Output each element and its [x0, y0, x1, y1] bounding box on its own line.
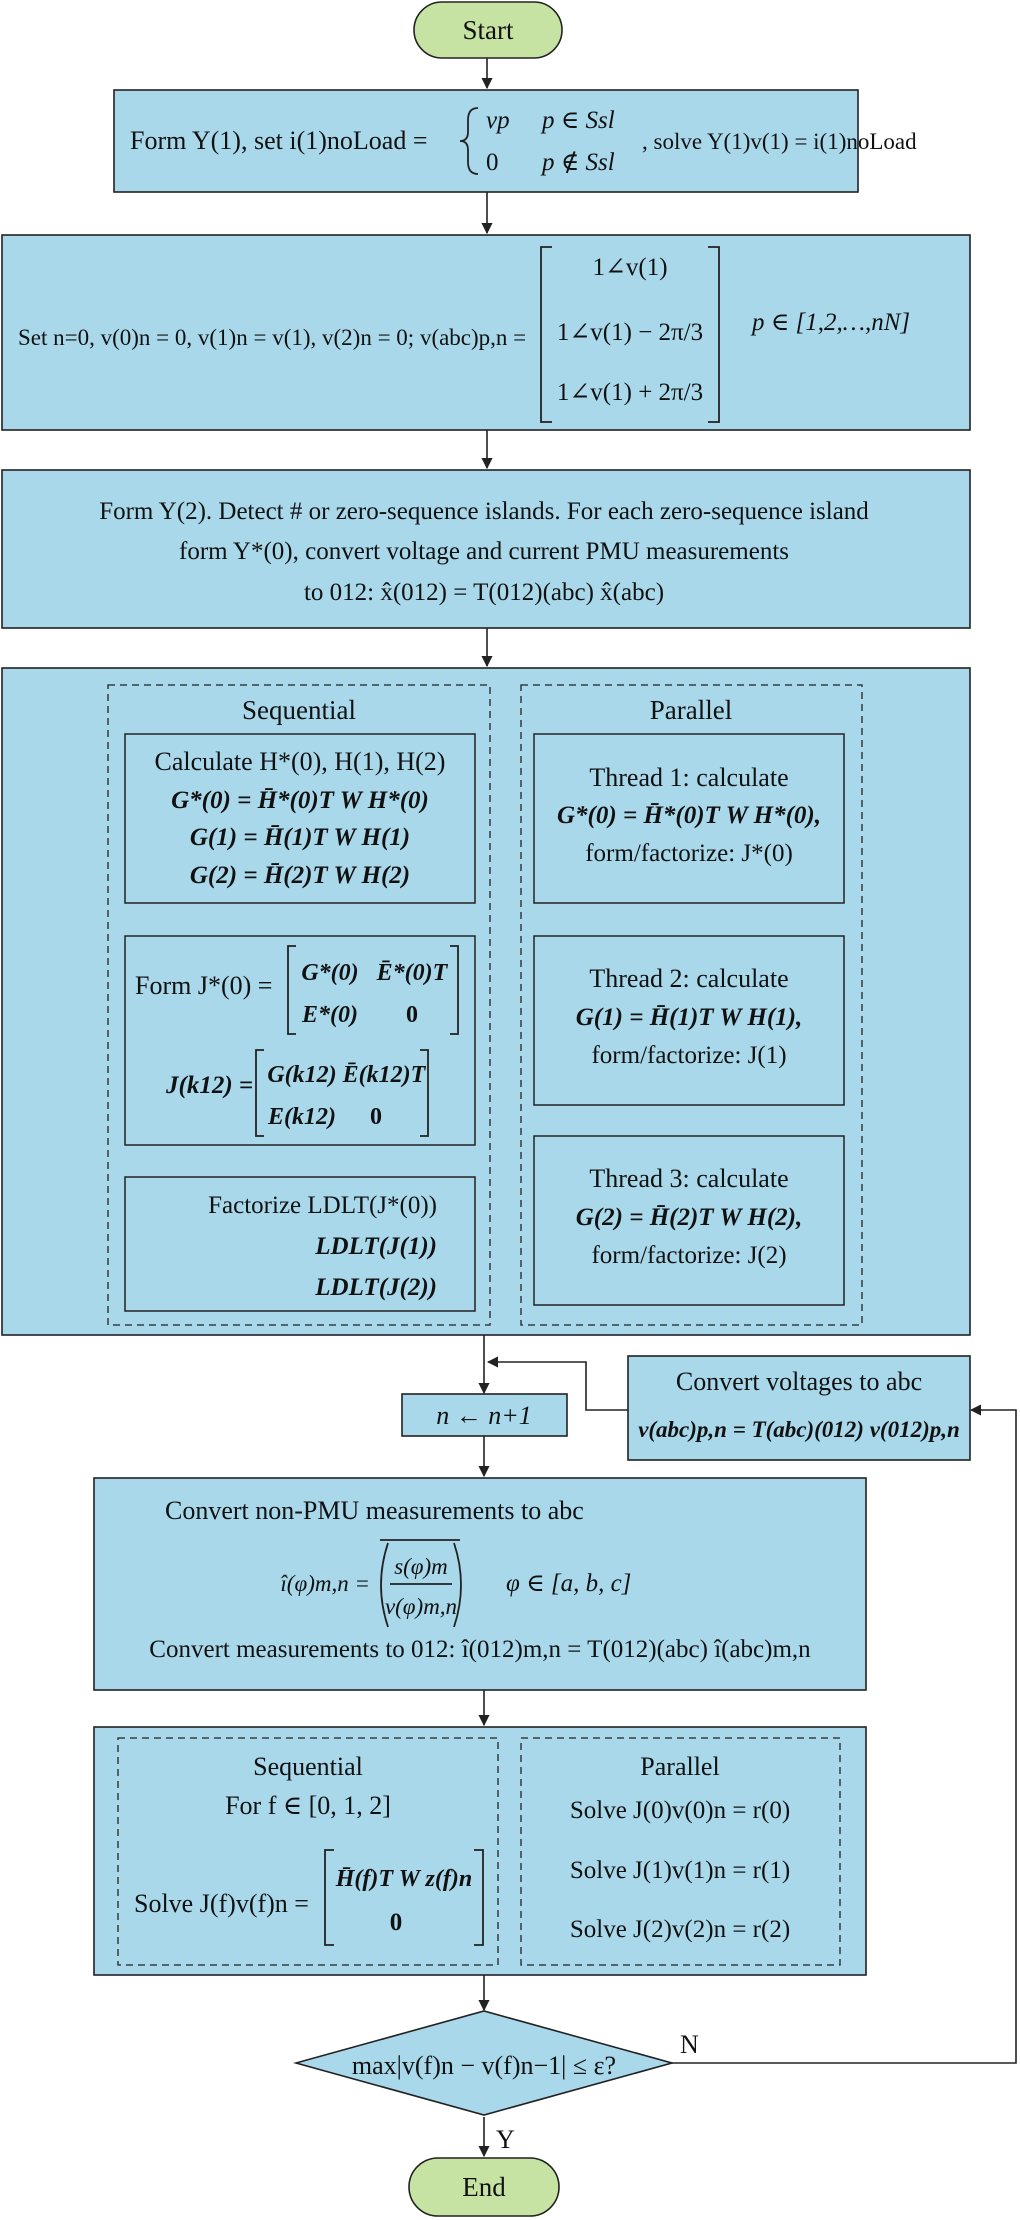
- solve-seq-lhs: Solve J(f)v(f)n =: [134, 1889, 309, 1918]
- jk-cell-d: 0: [370, 1104, 382, 1130]
- set-n-row2: 1∠v(1) − 2π/3: [557, 319, 703, 346]
- set-n-row1: 1∠v(1): [592, 254, 667, 281]
- fact-line3: LDLT(J(2)): [314, 1274, 437, 1301]
- factor-par-title: Parallel: [650, 695, 732, 725]
- end-node: End: [408, 2157, 560, 2217]
- j0-cell-c: E*(0): [301, 1002, 358, 1028]
- factor-parallel-panel: [520, 684, 863, 1326]
- solve-seq-title: Sequential: [253, 1752, 363, 1781]
- jk-cell-b: Ē(k12)T: [342, 1062, 427, 1088]
- increment-label: n ← n+1: [436, 1401, 532, 1430]
- j0-cell-b: Ē*(0)T: [376, 960, 449, 986]
- solve-parallel-panel: [520, 1737, 841, 1966]
- factor-block: Sequential Parallel Calculate H*(0), H(1…: [1, 667, 971, 1336]
- factorize-box: [124, 1176, 476, 1312]
- edge-label-no: N: [680, 2030, 699, 2059]
- edge-decision-no-loop: [672, 1404, 1017, 2064]
- thread1-box: [533, 733, 845, 904]
- convert-abc-line1: Convert voltages to abc: [676, 1367, 922, 1396]
- jk-cell-a: G(k12): [267, 1062, 336, 1088]
- thread2-line1: Thread 2: calculate: [589, 964, 788, 993]
- thread2-line3: form/factorize: J(1): [591, 1042, 786, 1069]
- form-y2-line3: to 012: x̂(012) = T(012)(abc) x̂(abc): [304, 579, 664, 606]
- jk-cell-c: E(k12): [267, 1104, 336, 1130]
- calc-g0-text: G*(0) = H̄*(0)T W H*(0): [171, 787, 429, 814]
- decision-label: max|v(f)n − v(f)n−1| ≤ ε?: [352, 2051, 616, 2080]
- thread3-line3: form/factorize: J(2): [591, 1242, 786, 1269]
- set-n-range: p ∈ [1,2,…,nN]: [750, 309, 910, 336]
- fact-line2: LDLT(J(1)): [314, 1233, 437, 1260]
- form-y1-case2-value: 0: [486, 149, 499, 176]
- solve-for-line: For f ∈ [0, 1, 2]: [225, 1791, 391, 1820]
- form-y1-lead: Form Y(1), set i(1)noLoad =: [130, 126, 427, 155]
- jk-label: J(k12) =: [165, 1072, 253, 1099]
- nonpmu-phase: φ ∈ [a, b, c]: [506, 1570, 631, 1597]
- calc-g2-text: G(2) = H̄(2)T W H(2): [190, 862, 410, 889]
- solve-par-line1: Solve J(0)v(0)n = r(0): [570, 1797, 790, 1824]
- fact-line1: Factorize LDLT(J*(0)): [208, 1192, 437, 1219]
- form-y2-box: Form Y(2). Detect # or zero-sequence isl…: [1, 469, 971, 629]
- form-y1-box: Form Y(1), set i(1)noLoad = vp p ∈ Ssl 0…: [113, 89, 917, 193]
- form-y1-case1-value: vp: [486, 107, 510, 134]
- thread2-line2: G(1) = H̄(1)T W H(1),: [576, 1004, 803, 1031]
- form-j0-label: Form J*(0) =: [135, 971, 272, 1000]
- form-j-box: [124, 935, 476, 1146]
- thread2-box: [533, 935, 845, 1106]
- form-y1-case1-cond: p ∈ Ssl: [540, 107, 615, 134]
- thread1-line1: Thread 1: calculate: [589, 763, 788, 792]
- edge-label-yes: Y: [496, 2125, 515, 2154]
- form-y1-case2-cond: p ∉ Ssl: [540, 149, 615, 176]
- convert-abc-line2: v(abc)p,n = T(abc)(012) v(012)p,n: [638, 1417, 960, 1442]
- calc-h-text: Calculate H*(0), H(1), H(2): [155, 747, 446, 776]
- nonpmu-numerator: s(φ)m: [394, 1554, 448, 1579]
- start-node: Start: [413, 1, 563, 59]
- j0-cell-a: G*(0): [301, 960, 358, 986]
- nonpmu-lhs: î(φ)m,n =: [280, 1571, 370, 1596]
- end-label: End: [462, 2172, 506, 2202]
- form-y2-line1: Form Y(2). Detect # or zero-sequence isl…: [99, 498, 869, 525]
- solve-block: Sequential For f ∈ [0, 1, 2] Solve J(f)v…: [93, 1726, 867, 1976]
- j0-cell-d: 0: [406, 1002, 418, 1028]
- set-n-lead: Set n=0, v(0)n = 0, v(1)n = v(1), v(2)n …: [18, 325, 526, 350]
- solve-par-line2: Solve J(1)v(1)n = r(1): [570, 1857, 790, 1884]
- calc-g1-text: G(1) = H̄(1)T W H(1): [190, 824, 410, 851]
- nonpmu-denominator: v(φ)m,n: [385, 1594, 457, 1619]
- start-label: Start: [463, 15, 514, 45]
- form-y1-tail: , solve Y(1)v(1) = i(1)noLoad: [642, 129, 917, 154]
- thread1-line2: G*(0) = H̄*(0)T W H*(0),: [557, 802, 821, 829]
- set-n-box: Set n=0, v(0)n = 0, v(1)n = v(1), v(2)n …: [1, 234, 971, 431]
- solve-sequential-panel: [117, 1737, 499, 1966]
- thread3-line1: Thread 3: calculate: [589, 1164, 788, 1193]
- form-y2-line2: form Y*(0), convert voltage and current …: [179, 538, 789, 565]
- thread1-line3: form/factorize: J*(0): [585, 840, 793, 867]
- solve-vec-bottom: 0: [390, 1909, 403, 1936]
- nonpmu-line1: Convert non-PMU measurements to abc: [165, 1496, 584, 1525]
- decision-node: max|v(f)n − v(f)n−1| ≤ ε?: [292, 2010, 676, 2116]
- calc-h-box: [124, 733, 476, 904]
- factor-sequential-panel: [107, 684, 491, 1326]
- nonpmu-line3: Convert measurements to 012: î(012)m,n =…: [149, 1636, 811, 1663]
- convert-abc-box: Convert voltages to abc v(abc)p,n = T(ab…: [627, 1355, 971, 1461]
- increment-box: n ← n+1: [401, 1393, 568, 1437]
- solve-vec-top: H̄(f)T W z(f)n: [335, 1866, 472, 1892]
- factor-seq-title: Sequential: [242, 695, 356, 725]
- edge-convert-abc-merge: [486, 1356, 628, 1411]
- solve-par-line3: Solve J(2)v(2)n = r(2): [570, 1916, 790, 1943]
- thread3-line2: G(2) = H̄(2)T W H(2),: [576, 1204, 803, 1231]
- thread3-box: [533, 1135, 845, 1306]
- solve-par-title: Parallel: [640, 1752, 719, 1781]
- convert-nonpmu-box: Convert non-PMU measurements to abc î(φ)…: [93, 1477, 867, 1691]
- set-n-row3: 1∠v(1) + 2π/3: [557, 379, 703, 406]
